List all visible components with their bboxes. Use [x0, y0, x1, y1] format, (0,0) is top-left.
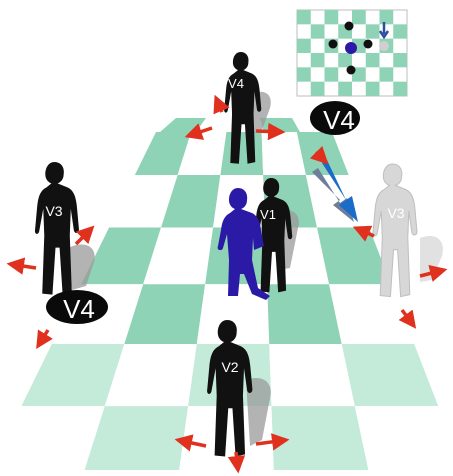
silhouette	[254, 178, 293, 293]
inset-tile	[365, 81, 380, 96]
label-v1: V1	[260, 207, 276, 222]
board-tile	[329, 284, 415, 345]
inset-tile	[393, 24, 407, 39]
arrow-bottom-left-icon	[174, 434, 207, 452]
inset-tile	[379, 10, 394, 25]
arrow-ghost-down-icon	[398, 308, 417, 329]
board-tile	[143, 227, 214, 285]
inset-tile	[393, 53, 407, 68]
inset-tile	[310, 81, 325, 96]
board-tile	[269, 344, 355, 407]
silhouette	[224, 52, 262, 164]
board-tile	[296, 132, 349, 176]
inset-tile	[379, 67, 394, 82]
inset-piece-ghost	[379, 41, 389, 51]
red-arrows	[6, 94, 448, 474]
inset-piece	[344, 21, 354, 31]
board-tile	[354, 406, 453, 470]
arrow-ghost-left-icon	[352, 225, 375, 242]
inset-piece	[346, 65, 356, 75]
inset-tile	[310, 24, 325, 39]
arrow-bottom-down-icon	[227, 451, 246, 474]
label-v3-left: V3	[45, 203, 62, 219]
board-tile	[84, 406, 189, 470]
silhouette	[217, 188, 270, 300]
board-tile	[104, 344, 197, 407]
arrow-bottom-right-icon	[255, 433, 290, 451]
inset-tile	[338, 81, 352, 96]
inset-tile	[352, 10, 366, 25]
arrow-left-down-icon	[36, 329, 53, 349]
board-tile	[161, 175, 221, 228]
figure-v2-bottom	[207, 320, 253, 457]
inset-tile	[338, 53, 352, 68]
oval-v4-lower: V4	[46, 290, 108, 324]
board-tile	[341, 344, 439, 407]
board-tile	[134, 132, 192, 176]
silhouette	[372, 163, 418, 298]
board-tile	[160, 118, 206, 132]
inset-piece	[328, 39, 338, 49]
inset-piece	[363, 39, 373, 49]
oval-v4-upper: V4	[310, 101, 360, 135]
figure-v3-ghost	[372, 163, 418, 298]
board-tile	[109, 175, 178, 228]
arrow-left-left-icon	[6, 257, 37, 275]
inset-down-arrow-icon	[378, 22, 390, 40]
inset-tile	[310, 53, 325, 68]
inset-tile	[393, 81, 407, 96]
board-tile	[0, 406, 105, 470]
board-tile	[196, 284, 270, 345]
label-v4-top: V4	[228, 76, 244, 91]
board-tile	[124, 284, 206, 345]
arrow-top-up-icon	[213, 94, 230, 115]
inset-tile	[324, 67, 339, 82]
inset-tile	[352, 67, 366, 82]
silhouette	[207, 320, 253, 457]
figure-v1	[254, 178, 293, 293]
arrow-left-up-icon	[74, 225, 95, 246]
inset-tile	[365, 24, 380, 39]
inset-tile	[297, 10, 311, 25]
blue-motion-arrow-icon	[312, 160, 358, 222]
inset-tile	[365, 53, 380, 68]
figure-v3-left	[34, 162, 79, 295]
board-tile	[21, 344, 125, 407]
figure-blue-person	[217, 188, 270, 300]
board-tile	[317, 227, 392, 285]
board-tile	[177, 132, 227, 176]
arrow-top-diag-icon	[309, 145, 329, 165]
arrow-top-left-icon	[184, 123, 213, 140]
board-tile	[271, 406, 369, 470]
arrow-top-right-icon	[255, 122, 286, 141]
arrow-ghost-right-icon	[419, 264, 448, 282]
oval-v4-lower-label: V4	[63, 294, 95, 324]
inset-board	[296, 9, 408, 97]
inset-tile	[324, 10, 339, 25]
label-v2: V2	[221, 359, 238, 375]
inset-tile	[297, 67, 311, 82]
board-tile	[220, 132, 264, 176]
board-tile	[81, 227, 162, 285]
oval-v4-upper-label: V4	[323, 105, 355, 135]
figure-v4-top	[224, 52, 262, 164]
inset-piece-blue	[345, 42, 357, 54]
board-tile	[267, 284, 342, 345]
label-v3-ghost: V3	[387, 205, 404, 221]
inset-tile	[297, 38, 311, 53]
board-tile	[261, 132, 306, 176]
silhouette	[34, 162, 79, 295]
